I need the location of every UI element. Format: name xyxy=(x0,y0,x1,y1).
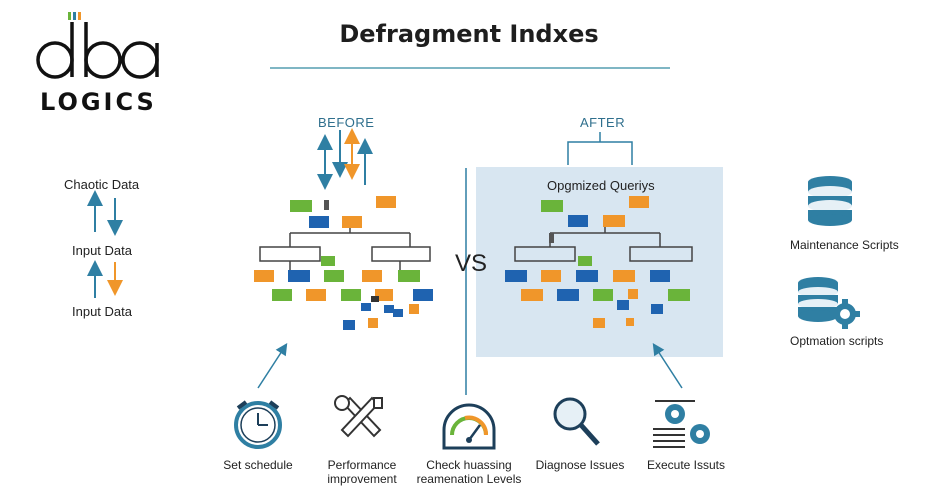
tool-label-line: improvement xyxy=(327,472,397,486)
tool-label-set-schedule: Set schedule xyxy=(208,458,308,472)
database-icon xyxy=(808,176,852,226)
tool-label-line: Set schedule xyxy=(223,458,293,472)
gauge-icon xyxy=(442,403,496,450)
gears-list-icon xyxy=(653,400,710,448)
logo-text: LOGICS xyxy=(40,88,157,116)
tool-label-line: Execute Issuts xyxy=(646,458,726,472)
tool-label-check: Check huassing reamenation Levels xyxy=(414,458,524,486)
tool-label-line: Diagnose Issues xyxy=(535,458,625,472)
page-title: Defragment Indxes xyxy=(339,20,599,48)
clock-icon xyxy=(234,400,282,449)
tool-label-line: Check huassing xyxy=(426,458,512,472)
tool-label-execute: Execute Issuts xyxy=(636,458,736,472)
left-flow-label-input-1: Input Data xyxy=(72,243,132,258)
tool-label-diagnose: Diagnose Issues xyxy=(530,458,630,472)
optimation-scripts-label: Optmation scripts xyxy=(790,334,884,348)
wrench-icon xyxy=(334,395,383,438)
vs-label: VS xyxy=(455,250,488,277)
tool-label-line: reamenation Levels xyxy=(416,472,522,486)
magnifier-icon xyxy=(553,397,600,446)
left-flow-label-input-2: Input Data xyxy=(72,304,132,319)
database-gear-icon xyxy=(798,277,860,329)
tool-label-line: Performance xyxy=(327,458,397,472)
title-divider xyxy=(270,67,670,69)
maintenance-scripts-label: Maintenance Scripts xyxy=(790,238,899,252)
after-label: AFTER xyxy=(580,115,626,130)
left-flow-label-chaotic: Chaotic Data xyxy=(64,177,140,192)
tool-label-performance: Performance improvement xyxy=(312,458,412,486)
before-label: BEFORE xyxy=(318,115,375,130)
after-panel-label: Opgmized Queriys xyxy=(547,178,655,193)
